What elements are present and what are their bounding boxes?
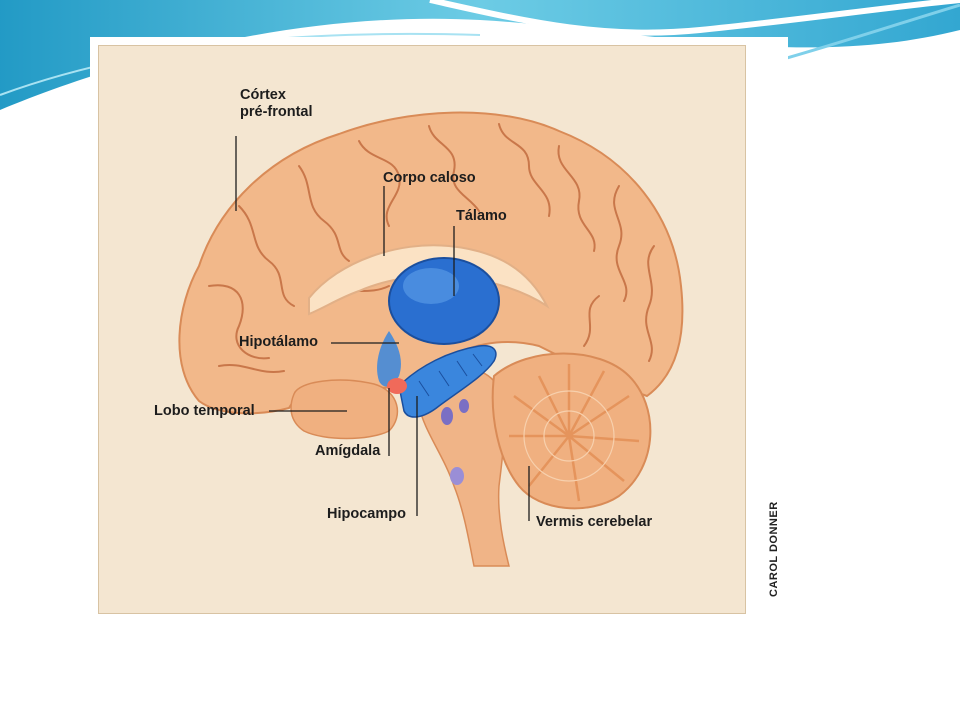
hippocampus <box>398 344 497 418</box>
brain-illustration <box>178 111 684 567</box>
label-talamo: Tálamo <box>456 208 507 224</box>
hypothalamus <box>377 331 401 387</box>
figure-frame: Córtex pré-frontal Corpo caloso Tálamo H… <box>90 37 788 621</box>
amygdala <box>387 378 407 394</box>
label-vermis-cerebelar: Vermis cerebelar <box>536 514 653 530</box>
label-corpo-caloso: Corpo caloso <box>383 170 476 186</box>
right-swoosh-line <box>779 3 960 62</box>
label-lobo-temporal: Lobo temporal <box>154 403 255 419</box>
cerebellum-detail <box>523 390 615 482</box>
label-cortex-prefrontal: Córtex pré-frontal <box>240 87 313 120</box>
hippocampus-segments <box>418 353 483 397</box>
label-hipocampo: Hipocampo <box>327 506 406 522</box>
cerebellum-folia <box>509 364 640 502</box>
brainstem-nuclei <box>441 399 469 485</box>
leader-lines <box>235 136 530 521</box>
brain-figure-panel: Córtex pré-frontal Corpo caloso Tálamo H… <box>98 45 746 614</box>
corpus-callosum <box>308 244 550 316</box>
thalamus-highlight <box>403 268 459 304</box>
illustration-credit: CAROL DONNER <box>768 501 780 597</box>
label-amigdala: Amígdala <box>315 443 381 459</box>
temporal-lobe <box>290 379 399 440</box>
white-swoosh-line <box>429 0 960 36</box>
label-hipotalamo: Hipotálamo <box>239 334 318 350</box>
